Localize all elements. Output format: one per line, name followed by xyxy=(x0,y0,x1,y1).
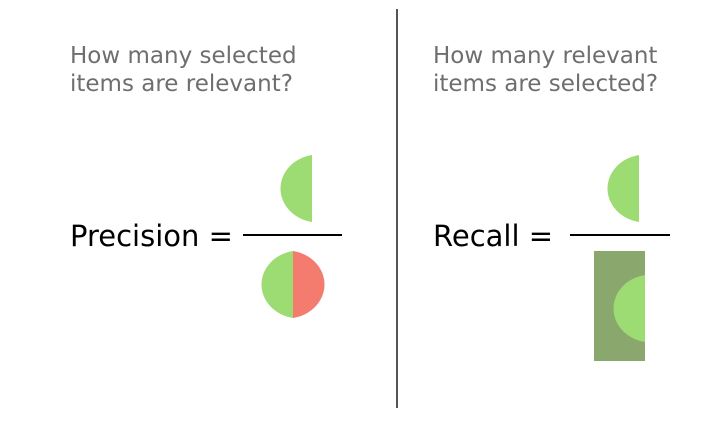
recall-question-line1: How many relevant xyxy=(433,43,658,69)
recall-fraction-bar xyxy=(570,234,670,236)
recall-question: How many relevant items are selected? xyxy=(433,42,658,98)
precision-label: Precision = xyxy=(70,219,233,253)
panel-divider xyxy=(396,9,398,408)
precision-numerator-half-circle-icon xyxy=(280,155,312,222)
relevant-selected-half xyxy=(613,275,645,342)
relevant-selected-half xyxy=(261,251,293,318)
recall-numerator-half-circle-icon xyxy=(607,155,639,222)
precision-question: How many selected items are relevant? xyxy=(70,42,297,98)
recall-label: Recall = xyxy=(433,219,554,253)
recall-question-line2: items are selected? xyxy=(433,71,659,97)
precision-denominator-circle-icon xyxy=(261,251,325,318)
recall-denominator-box-icon xyxy=(594,251,645,361)
not-relevant-selected-half xyxy=(293,251,325,318)
precision-fraction-bar xyxy=(243,234,342,236)
precision-question-line1: How many selected xyxy=(70,43,297,69)
precision-question-line2: items are relevant? xyxy=(70,71,293,97)
